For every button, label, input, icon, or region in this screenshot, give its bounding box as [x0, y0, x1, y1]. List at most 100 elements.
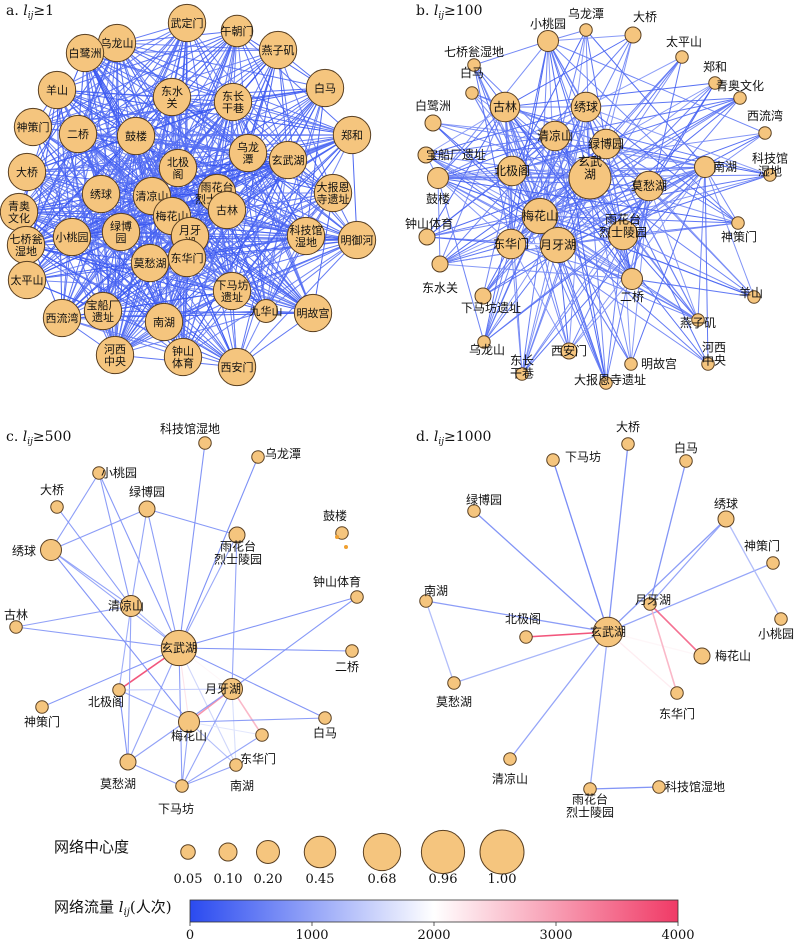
edge-a-dcgx-zh [232, 101, 353, 136]
node-label-line: 体育 [172, 356, 194, 370]
edge-a-yzj-dbe [277, 49, 334, 194]
node-qls [120, 595, 142, 617]
node-label-line: 河西 [104, 343, 126, 356]
node-label-nh: 南湖 [153, 316, 175, 329]
node-label-yht: 雨花台烈士陵园 [599, 212, 647, 240]
node-label-line: 大桥 [40, 483, 64, 497]
node-gulin [9, 620, 23, 634]
edge-a-gl-qqd [25, 135, 137, 246]
edge-a-jhs-hxzy [114, 310, 267, 356]
node-label-scm: 神策门 [17, 120, 50, 134]
edge-b-gl-gulin [437, 106, 506, 179]
edge-a-wcm-eq [77, 30, 238, 135]
edge-b-nh-ys [704, 166, 755, 298]
edge-a-wcm-ys [56, 30, 238, 91]
edge-c-xwh-bm [178, 647, 326, 719]
node-label-wlt: 乌龙潭 [265, 446, 301, 461]
edge-a-wlt-yzj [116, 42, 279, 51]
node-label-mhs: 梅花山 [171, 728, 207, 743]
node-label-line: 雨花台 [605, 212, 641, 227]
edge-a-yyh-tps [26, 235, 191, 281]
edge-d-yyh-mhs [649, 603, 703, 657]
edge-c-mch-bjg [118, 689, 129, 763]
edge-b-nh-mgg [630, 166, 706, 365]
node-ks [652, 780, 666, 794]
edge-a-wltan-dq [26, 152, 249, 173]
edge-d-xwh-dq [607, 443, 629, 633]
node-dbe [599, 376, 613, 390]
colorbar-tick-label: 2000 [417, 928, 450, 941]
centrality-legend-circle [256, 840, 280, 864]
node-xwh [568, 156, 612, 200]
node-label-line: 古林 [493, 99, 517, 114]
node-ks [198, 436, 212, 450]
edge-c-bjg-mhs [118, 689, 190, 723]
edge-b-mhs-bgz [432, 122, 541, 217]
edge-c-xmf-nh [181, 764, 237, 787]
isolated-dot [335, 535, 339, 539]
node-label-xwh: 玄武湖 [161, 640, 197, 655]
centrality-legend-title: 网络中心度 [54, 838, 129, 856]
node-label-line: 东水 [161, 85, 183, 98]
node-label-xmf: 下马坊遗址 [461, 300, 521, 315]
edge-b-yyh-scm [557, 222, 739, 246]
node-label-line: 七桥瓮 [10, 233, 43, 246]
node-label-xq: 绣球 [574, 100, 598, 114]
node-label-xwh: 玄武湖 [578, 154, 602, 182]
node-label-line: 钟山体育 [313, 574, 361, 589]
node-xq [570, 91, 602, 123]
node-label-line: 七桥瓮湿地 [444, 44, 504, 59]
node-label-line: 乌龙潭 [265, 446, 301, 461]
node-label-mch: 莫愁湖 [134, 257, 167, 270]
node-label-yyh: 月牙湖 [540, 237, 576, 252]
edge-a-ys-bjg [56, 89, 179, 169]
node-label-line: 明御河 [341, 233, 374, 247]
node-ys [37, 70, 77, 110]
node-myh [337, 220, 377, 260]
node-label-line: 白马 [313, 725, 337, 740]
centrality-legend-value: 0.05 [174, 872, 203, 887]
node-label-line: 钟山 [172, 344, 194, 358]
node-label-line: 北极阁 [88, 695, 124, 709]
node-label-line: 干巷 [510, 367, 534, 381]
node-label-line: 神策门 [744, 538, 780, 553]
panel-a-nodes: 武定门乌龙山白鹭洲午朝门燕子矶白马羊山东水关东长干巷郑和神策门二桥鼓楼乌龙潭玄武… [0, 3, 377, 387]
edge-b-dhm-dcgx [510, 243, 523, 375]
node-label-xmf: 下马坊 [158, 801, 194, 816]
node-bjg [158, 148, 198, 188]
edge-c-xq-lby [50, 508, 148, 551]
edge-b-eq-xam [568, 278, 633, 352]
node-label-xq: 绣球 [90, 187, 112, 201]
edge-a-eq-qqd [25, 133, 79, 246]
edge-b-qls-bgz [432, 122, 556, 137]
edge-a-qawh-mhs [18, 211, 173, 217]
node-label-line: 月牙湖 [540, 237, 576, 252]
edge-b-eq-dsg [439, 263, 633, 280]
node-mch [119, 753, 137, 771]
node-label-line: 河西 [702, 341, 726, 355]
node-nh [419, 594, 433, 608]
edge-b-dhm-qls [510, 135, 556, 245]
edge-d-yyh-xq [649, 518, 727, 605]
edge-a-qawh-nh [18, 211, 165, 323]
edge-c-qls-mch [127, 605, 132, 763]
node-bcc [417, 146, 435, 164]
node-label-scm: 神策门 [744, 538, 780, 553]
edge-c-qls-dq [56, 506, 132, 607]
edge-a-wlt-dq [26, 42, 118, 173]
edge-c-xwh-ks [178, 442, 206, 649]
node-label-yzj: 燕子矶 [680, 316, 716, 330]
flow-legend-title: 网络流量 lij(人次) [54, 898, 172, 918]
edge-a-ys-dcgx [56, 89, 234, 103]
edge-a-wltan-mgg [247, 152, 314, 314]
edge-a-tps-xam [26, 279, 238, 368]
edge-c-xwh-mch [127, 647, 180, 763]
node-label-xam: 西安门 [551, 343, 587, 358]
edge-d-nh-mch [425, 600, 455, 684]
node-label-dq: 大桥 [40, 483, 64, 497]
node-label-dq: 大桥 [16, 165, 38, 179]
node-mch [447, 676, 461, 690]
node-label-zh: 郑和 [341, 128, 363, 142]
edge-b-xty-dbe [547, 40, 607, 384]
